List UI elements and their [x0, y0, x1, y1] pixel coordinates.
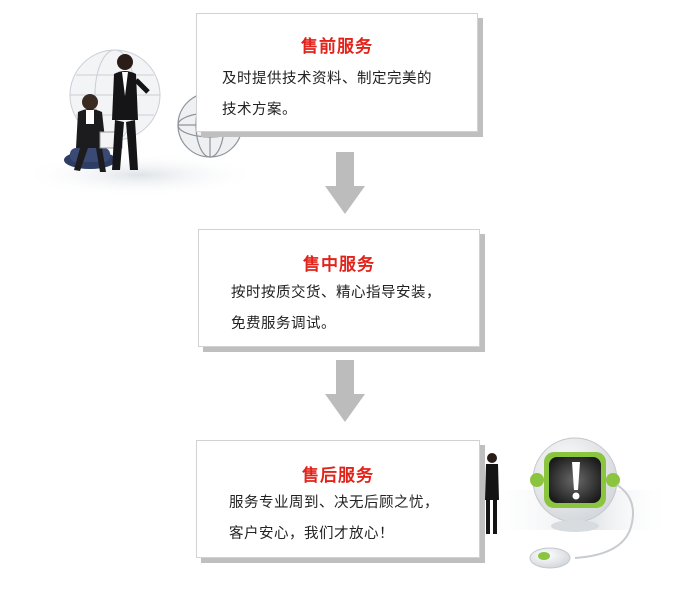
step-title: 售前服务 — [301, 37, 373, 57]
step-description-line: 技术方案。 — [222, 102, 297, 118]
step-description: 服务专业周到、决无后顾之忧， 客户安心，我们才放心！ — [229, 488, 439, 550]
standing-woman — [485, 453, 499, 534]
step-description-line: 及时提供技术资料、制定完美的 — [222, 71, 432, 87]
step-description: 按时按质交货、精心指导安装， 免费服务调试。 — [231, 278, 441, 340]
step-card-insale: 售中服务 按时按质交货、精心指导安装， 免费服务调试。 — [198, 229, 480, 347]
exclamation-icon — [572, 462, 580, 500]
step-description-line: 客户安心，我们才放心！ — [229, 526, 394, 542]
step-title: 售后服务 — [302, 466, 374, 486]
step-description-line: 按时按质交货、精心指导安装， — [231, 285, 441, 301]
mouse-icon — [529, 547, 571, 569]
step-description-line: 服务专业周到、决无后顾之忧， — [229, 495, 439, 511]
step-description: 及时提供技术资料、制定完美的 技术方案。 — [222, 64, 432, 126]
computer-mascot-icon — [480, 437, 670, 569]
step-description-line: 免费服务调试。 — [231, 316, 336, 332]
step-card-aftersale: 售后服务 服务专业周到、决无后顾之忧， 客户安心，我们才放心！ — [196, 440, 480, 558]
down-arrow-icon — [325, 360, 365, 422]
step-card-presale: 售前服务 及时提供技术资料、制定完美的 技术方案。 — [196, 13, 478, 132]
standing-man — [112, 54, 150, 170]
step-title: 售中服务 — [303, 255, 375, 275]
down-arrow-icon — [325, 152, 365, 214]
